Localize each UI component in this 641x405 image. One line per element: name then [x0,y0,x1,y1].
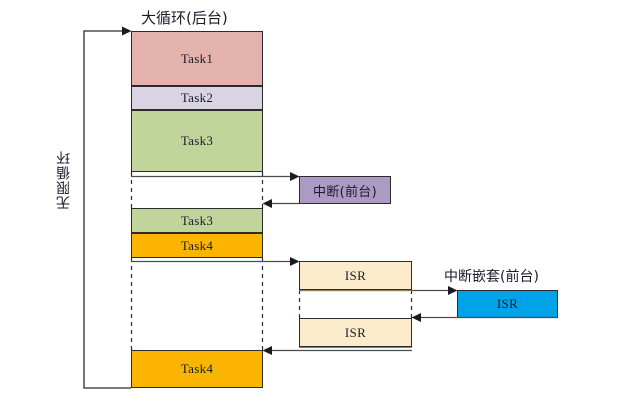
interrupt-box: 中断(前台) [299,176,391,204]
task1-label: Task1 [180,50,214,66]
background-loop-title: 大循环(后台) [141,9,228,27]
arrow-task-to-interrupt [131,172,300,181]
nested-isr-label: ISR [496,296,519,311]
arrow-isr-to-task [262,346,412,355]
task3-label: Task3 [180,133,214,148]
task3-resume-box: Task3 [131,208,263,233]
nested-isr-box: ISR [457,290,558,318]
isr-first-box: ISR [299,261,412,290]
isr-first-label: ISR [344,267,367,283]
isr-second-box: ISR [299,318,412,347]
task4-label: Task4 [180,237,214,253]
interrupt-box-label: 中断(前台) [313,184,377,200]
task2-label: Task2 [180,90,214,105]
task3-box: Task3 [131,110,263,172]
task2-box: Task2 [131,86,263,110]
arrow-interrupt-to-task [262,199,299,208]
task4-box: Task4 [131,233,263,258]
task1-box: Task1 [131,31,263,86]
isr-dashed-guides [298,290,413,318]
nested-interrupt-title: 中断嵌套(前台) [444,269,539,285]
infinite-loop-arrow [83,26,132,389]
task3-resume-label: Task3 [180,212,214,228]
task4-resume-label: Task4 [180,361,214,376]
isr-second-label: ISR [344,324,367,340]
arrow-task-to-isr [131,257,300,266]
task4-resume-box: Task4 [131,350,263,388]
infinite-loop-label: 无限循环 [56,150,72,210]
